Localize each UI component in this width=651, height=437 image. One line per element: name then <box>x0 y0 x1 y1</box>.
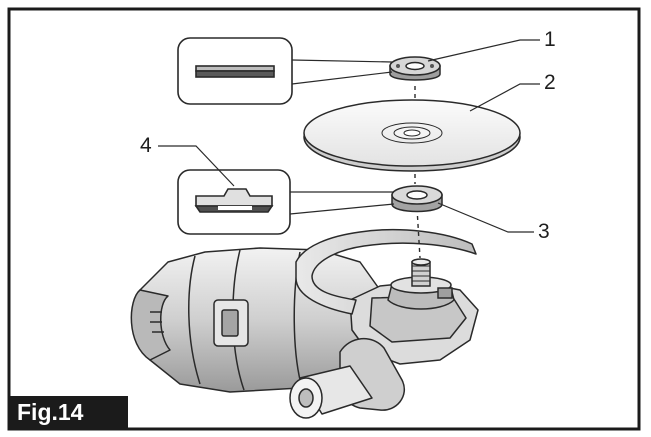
callout-3: 3 <box>538 220 550 243</box>
callout-2: 2 <box>544 71 556 94</box>
abrasive-wheel <box>303 99 521 172</box>
lock-nut <box>389 56 441 81</box>
inner-flange <box>391 185 443 213</box>
callout-4: 4 <box>140 134 152 157</box>
figure-frame <box>7 7 641 431</box>
spindle-assembly <box>387 258 455 310</box>
callout-1: 1 <box>544 28 556 51</box>
figure-label: Fig.14 <box>9 396 128 429</box>
detail-inset-lock-nut <box>177 37 393 105</box>
leader-lines <box>158 39 540 233</box>
wheel-guard <box>295 228 477 315</box>
detail-inset-inner-flange <box>177 169 395 235</box>
grinder-body <box>130 247 479 419</box>
